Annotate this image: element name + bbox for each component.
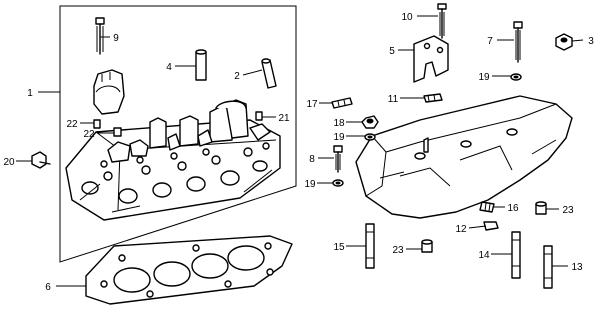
temperature-sensor bbox=[31, 151, 51, 169]
bracket-bolt bbox=[437, 3, 447, 39]
callout-7: 7 bbox=[487, 36, 493, 47]
manifold-stud bbox=[331, 97, 353, 109]
callout-8: 8 bbox=[309, 154, 315, 165]
leader-lines bbox=[16, 15, 584, 287]
manifold-stud-short bbox=[423, 93, 443, 103]
manifold-nut bbox=[555, 33, 573, 51]
callout-5: 5 bbox=[389, 46, 395, 57]
exhaust-stud bbox=[511, 231, 521, 279]
callout-1: 1 bbox=[27, 88, 33, 99]
dowel-pin-small bbox=[93, 119, 122, 137]
callout-22-upper: 22 bbox=[66, 119, 78, 130]
exhaust-stud-long bbox=[365, 223, 375, 269]
valve-guide-exhaust bbox=[261, 58, 277, 89]
intake-manifold bbox=[355, 95, 573, 219]
callout-21: 21 bbox=[278, 113, 290, 124]
callout-18: 18 bbox=[333, 118, 345, 129]
callout-4: 4 bbox=[166, 62, 172, 73]
washer-lower bbox=[332, 179, 344, 187]
camshaft-holder bbox=[93, 69, 125, 115]
callout-19-lower: 19 bbox=[304, 179, 316, 190]
assembly-frame bbox=[59, 5, 297, 263]
manifold-bolt-long bbox=[513, 21, 523, 63]
callout-2: 2 bbox=[234, 71, 240, 82]
callout-3: 3 bbox=[588, 36, 594, 47]
stud-medium bbox=[479, 201, 495, 213]
washer-middle bbox=[364, 133, 376, 141]
dowel-sleeve-left bbox=[421, 239, 433, 253]
callout-22-lower: 22 bbox=[83, 129, 95, 140]
callout-23-left: 23 bbox=[392, 245, 404, 256]
cylinder-head bbox=[65, 99, 281, 221]
callout-17: 17 bbox=[306, 99, 318, 110]
callout-23-right: 23 bbox=[562, 205, 574, 216]
head-gasket bbox=[85, 235, 293, 305]
callout-19-upper: 19 bbox=[478, 72, 490, 83]
callout-6: 6 bbox=[45, 282, 51, 293]
callout-20: 20 bbox=[3, 157, 15, 168]
callout-12: 12 bbox=[455, 224, 467, 235]
manifold-bolt bbox=[333, 145, 343, 173]
stud-small bbox=[483, 221, 499, 231]
callout-19-middle: 19 bbox=[333, 132, 345, 143]
callout-16: 16 bbox=[507, 203, 519, 214]
dowel-pin bbox=[255, 111, 263, 121]
callout-9: 9 bbox=[113, 33, 119, 44]
washer-upper bbox=[510, 73, 522, 81]
exhaust-stud-short bbox=[543, 245, 553, 289]
head-bolt bbox=[95, 17, 105, 55]
valve-guide-intake bbox=[195, 49, 207, 81]
callout-labels: 1 2 3 4 5 6 7 8 9 10 11 12 13 14 15 16 1… bbox=[3, 12, 594, 293]
dowel-sleeve-right bbox=[535, 201, 547, 215]
manifold-flange-nut bbox=[361, 115, 379, 129]
callout-13: 13 bbox=[571, 262, 583, 273]
callout-10: 10 bbox=[401, 12, 413, 23]
callout-11: 11 bbox=[388, 94, 399, 105]
engine-hanger-bracket bbox=[413, 35, 449, 83]
callout-15: 15 bbox=[333, 242, 345, 253]
callout-14: 14 bbox=[478, 250, 490, 261]
